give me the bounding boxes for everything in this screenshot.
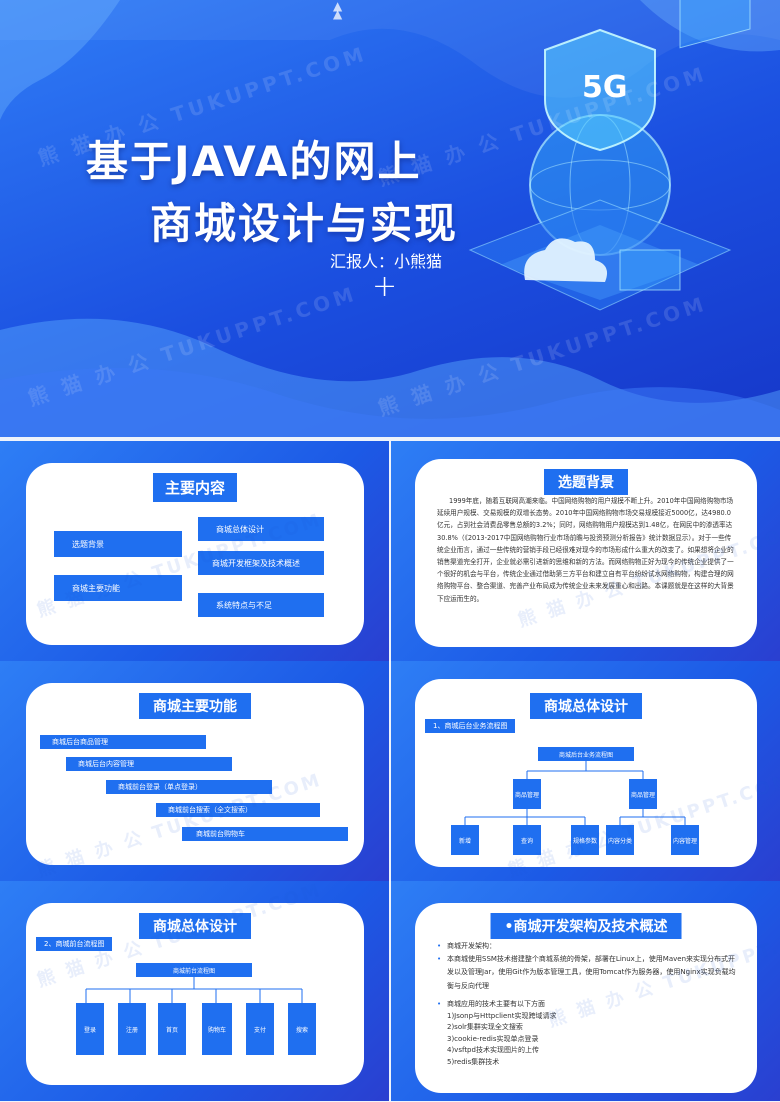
function-item: 商城前台登录（单点登录） (106, 780, 272, 794)
flow-node: 商品管理 (513, 779, 541, 809)
slide-card: 商城总体设计 2、商城前台流程图 商城前台流程图 登录 注册 首页 购物车 支付… (26, 903, 364, 1085)
tech-subitem: 1)Jsonp与Httpclient实现跨域请求 (447, 1011, 557, 1020)
flow-node: 支付 (246, 1003, 274, 1055)
cover-title-line2: 商城设计与实现 (150, 199, 459, 248)
slide-design-frontend: 商城总体设计 2、商城前台流程图 商城前台流程图 登录 注册 首页 购物车 支付… (0, 881, 389, 1101)
flowchart-lines (85, 977, 303, 1003)
slide-card: •商城开发架构及技术概述 商城开发架构： 本商城使用SSM技术搭建整个商城系统的… (415, 903, 757, 1093)
flow-node: 登录 (76, 1003, 104, 1055)
tech-subitem: 2)solr集群实现全文搜索 (447, 1023, 523, 1031)
slide-card: 商城总体设计 1、商城后台业务流程图 商城后台业务流程图 商品管理 商品管理 (415, 679, 757, 867)
tech-item: 商城应用的技术主要有以下方面 (437, 999, 737, 1011)
cover-title-line1: 基于JAVA的网上 (86, 137, 422, 186)
plus-icon: + (372, 269, 398, 304)
toc-item: 商城总体设计 (198, 517, 324, 541)
slide-title: •商城开发架构及技术概述 (490, 913, 682, 939)
flow-node: 首页 (158, 1003, 186, 1055)
slide-background: 选题背景 1999年底，随着互联网高潮来临。中国网络购物的用户规模不断上升。20… (391, 441, 780, 661)
flow-node-root: 商城后台业务流程图 (538, 747, 634, 761)
flow-node: 内容分类 (606, 825, 634, 855)
flow-node: 内容管理 (671, 825, 699, 855)
cloud-icon (524, 238, 608, 282)
cover-background-art (0, 0, 780, 437)
slide-card: 选题背景 1999年底，随着互联网高潮来临。中国网络购物的用户规模不断上升。20… (415, 459, 757, 647)
flow-node: 搜索 (288, 1003, 316, 1055)
tech-subitem: 3)cookie-redis实现单点登录 (447, 1034, 539, 1043)
flow-node: 规格参数 (571, 825, 599, 855)
toc-item: 系统特点与不足 (198, 593, 324, 617)
flowchart-lines (464, 761, 686, 825)
tech-item: 商城开发架构： (437, 941, 737, 953)
function-item: 商城后台商品管理 (40, 735, 206, 749)
tech-subitem: 5)redis集群技术 (447, 1057, 500, 1066)
slide-toc: 熊 猫 办 公 TUKUPPT.COM 主要内容 选题背景 商城主要功能 商城总… (0, 441, 389, 661)
background-paragraph: 1999年底，随着互联网高潮来临。中国网络购物的用户规模不断上升。2010年中国… (437, 497, 734, 603)
flow-node-root: 商城前台流程图 (136, 963, 252, 977)
toc-item: 选题背景 (54, 531, 182, 557)
function-item: 商城前台搜索（全文搜索） (156, 803, 320, 817)
slide-title: 主要内容 (152, 473, 238, 502)
slide-card: 商城主要功能 商城后台商品管理 商城后台内容管理 商城前台登录（单点登录） 商城… (26, 683, 364, 865)
flow-node: 商品管理 (629, 779, 657, 809)
slide-title: 选题背景 (544, 469, 628, 495)
flow-node: 新增 (451, 825, 479, 855)
tech-subitem: 4)vsftpd技术实现图片的上传 (447, 1046, 539, 1054)
shield-icon (544, 28, 656, 152)
slide-title: 商城总体设计 (530, 693, 642, 719)
tech-list: 商城开发架构： 本商城使用SSM技术搭建整个商城系统的骨架，部署在Linux上，… (437, 941, 737, 1068)
diagram-subtitle: 2、商城前台流程图 (36, 937, 113, 951)
cover-slide: ▲▲ 5G 熊 猫 办 公 TUKUPPT.COM 熊 猫 办 公 TUKUPP… (0, 0, 780, 437)
diagram-subtitle: 1、商城后台业务流程图 (425, 719, 516, 733)
function-item: 商城后台内容管理 (66, 757, 232, 771)
slide-tech: •商城开发架构及技术概述 商城开发架构： 本商城使用SSM技术搭建整个商城系统的… (391, 881, 780, 1101)
toc-item: 商城主要功能 (54, 575, 182, 601)
toc-item: 商城开发框架及技术概述 (198, 551, 324, 575)
slide-card: 主要内容 选题背景 商城主要功能 商城总体设计 商城开发框架及技术概述 系统特点… (26, 463, 364, 645)
tech-item: 本商城使用SSM技术搭建整个商城系统的骨架，部署在Linux上，使用Maven来… (437, 953, 737, 994)
5g-badge: 5G (582, 70, 628, 105)
up-arrows-icon: ▲▲ (333, 0, 343, 21)
reporter-label: 汇报人：小熊猫 (330, 252, 443, 271)
function-item: 商城前台购物车 (182, 827, 348, 841)
data-panel-icon (679, 0, 751, 49)
slide-design-backend: 商城总体设计 1、商城后台业务流程图 商城后台业务流程图 商品管理 商品管理 (391, 661, 780, 881)
flow-node: 购物车 (202, 1003, 232, 1055)
flow-node: 注册 (118, 1003, 146, 1055)
flow-node: 查询 (513, 825, 541, 855)
slide-title: 商城主要功能 (139, 693, 251, 719)
slide-functions: 商城主要功能 商城后台商品管理 商城后台内容管理 商城前台登录（单点登录） 商城… (0, 661, 389, 881)
slide-title: 商城总体设计 (139, 913, 251, 939)
